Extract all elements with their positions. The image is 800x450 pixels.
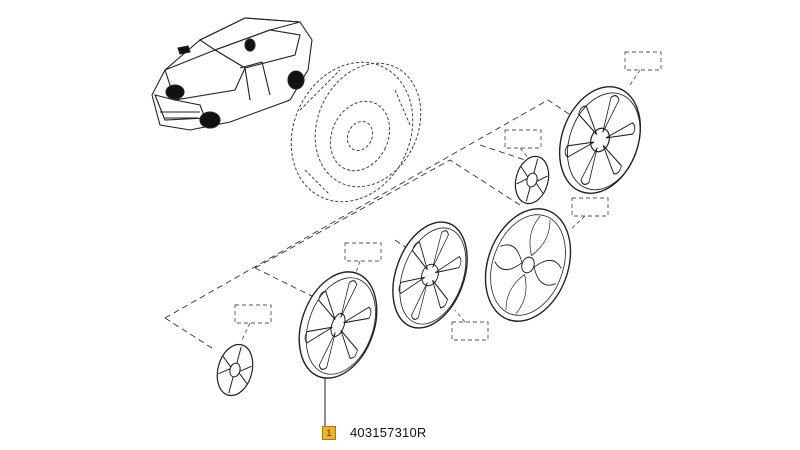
hubcap-callout-part: [298, 271, 378, 379]
label-box: [571, 197, 609, 217]
center-cap-small-top: [514, 155, 550, 205]
hubcap-middle: [392, 221, 468, 329]
label-placeholders: [234, 51, 662, 341]
steel-wheel-illustration: [290, 61, 422, 203]
callout-marker[interactable]: 1: [322, 426, 336, 440]
label-box: [451, 321, 489, 341]
label-box: [504, 129, 542, 149]
hubcap-middle-right: [484, 208, 572, 322]
label-box: [344, 242, 382, 262]
center-cap-small-bottom: [216, 343, 254, 397]
label-box: [234, 304, 272, 324]
label-box: [624, 51, 662, 71]
part-number-label[interactable]: 403157310R: [350, 425, 427, 440]
hubcap-large-top-right: [558, 86, 642, 194]
car-illustration: [151, 17, 313, 131]
label-leaders: [241, 69, 641, 341]
